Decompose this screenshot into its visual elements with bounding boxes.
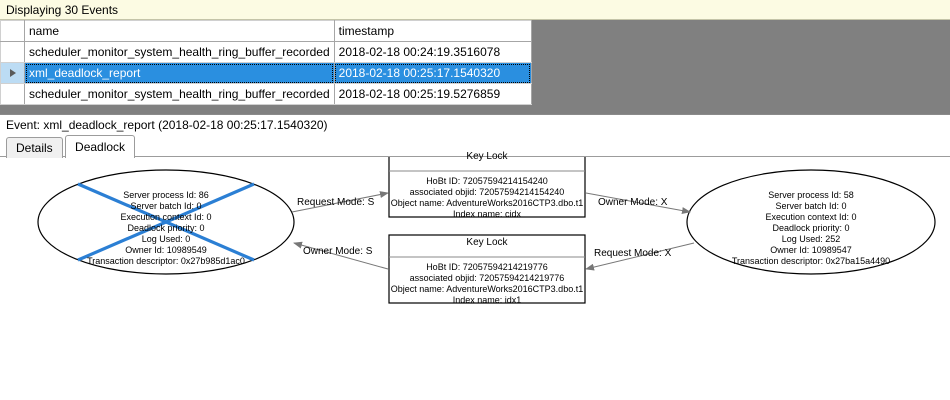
resource-node-0 xyxy=(388,157,586,218)
tab-deadlock[interactable]: Deadlock xyxy=(65,135,136,158)
events-grid-backdrop: name timestamp scheduler_monitor_system_… xyxy=(0,20,950,115)
cell-timestamp[interactable]: 2018-02-18 00:25:17.1540320 xyxy=(333,62,532,84)
edge-label-owner-mode-s: Owner Mode: S xyxy=(303,246,373,257)
row-selector-cell[interactable] xyxy=(0,41,25,63)
cell-name[interactable]: scheduler_monitor_system_health_ring_buf… xyxy=(24,83,335,105)
table-row-selected[interactable]: xml_deadlock_report 2018-02-18 00:25:17.… xyxy=(0,62,532,84)
edge-label-request-mode-s: Request Mode: S xyxy=(297,197,375,208)
edge-request-mode-s xyxy=(291,191,389,213)
table-row[interactable]: scheduler_monitor_system_health_ring_buf… xyxy=(0,41,532,63)
row-selector-cell[interactable] xyxy=(0,83,25,105)
row-selector-header xyxy=(0,20,25,42)
cell-name[interactable]: xml_deadlock_report xyxy=(24,62,335,84)
tab-details[interactable]: Details xyxy=(6,137,63,158)
events-grid[interactable]: name timestamp scheduler_monitor_system_… xyxy=(0,20,532,105)
event-header: Event: xml_deadlock_report (2018-02-18 0… xyxy=(0,115,950,135)
cell-name[interactable]: scheduler_monitor_system_health_ring_buf… xyxy=(24,41,335,63)
deadlock-graph-canvas[interactable]: Server process Id: 86 Server batch Id: 0… xyxy=(0,151,950,400)
deadlock-victim-cross-icon-2 xyxy=(77,182,255,262)
cell-timestamp[interactable]: 2018-02-18 00:25:19.5276859 xyxy=(333,83,532,105)
displaying-events-label: Displaying 30 Events xyxy=(6,2,119,17)
displaying-events-banner: Displaying 30 Events xyxy=(0,0,950,20)
resource-1-title: Key Lock xyxy=(466,237,508,248)
deadlock-graph-svg xyxy=(37,157,936,304)
surviving-process-node xyxy=(686,169,936,275)
current-row-arrow-icon xyxy=(9,69,16,77)
event-header-label: Event: xml_deadlock_report (2018-02-18 0… xyxy=(6,118,328,132)
edge-owner-mode-x xyxy=(585,192,691,215)
resource-node-1 xyxy=(388,234,586,304)
cell-timestamp[interactable]: 2018-02-18 00:24:19.3516078 xyxy=(333,41,532,63)
edge-request-mode-x xyxy=(585,242,695,271)
table-row[interactable]: scheduler_monitor_system_health_ring_buf… xyxy=(0,83,532,105)
row-selector-cell[interactable] xyxy=(0,62,25,84)
edge-label-request-mode-x: Request Mode: X xyxy=(594,248,672,259)
events-grid-header-row: name timestamp xyxy=(0,20,532,42)
edge-label-owner-mode-x: Owner Mode: X xyxy=(598,197,668,208)
resource-0-title: Key Lock xyxy=(466,151,508,162)
column-header-name[interactable]: name xyxy=(24,20,335,42)
edge-owner-mode-s xyxy=(293,241,389,270)
column-header-timestamp[interactable]: timestamp xyxy=(333,20,532,42)
